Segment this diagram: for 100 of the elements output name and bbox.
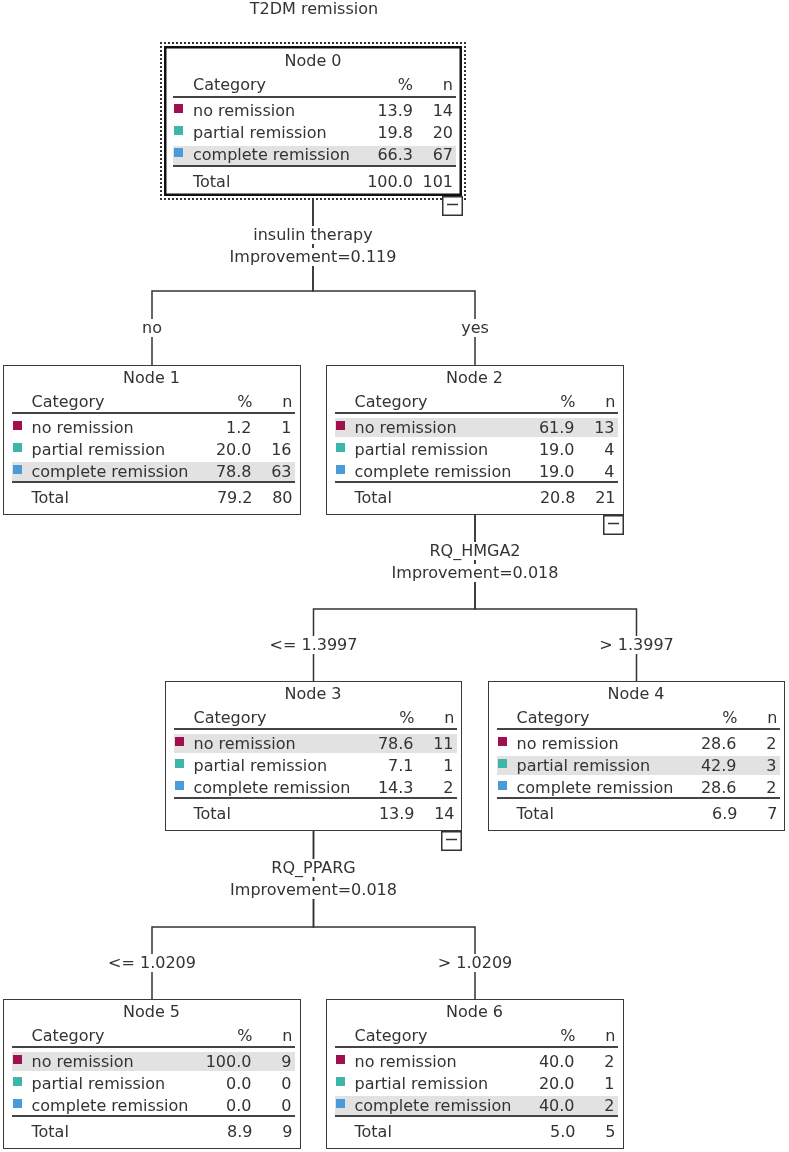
column-header: n — [767, 708, 778, 727]
percent-value: 66.3 — [377, 146, 413, 164]
tree-node-box — [160, 42, 466, 200]
percent-value: 0.0 — [226, 1096, 252, 1115]
category-label: partial remission — [31, 1074, 166, 1093]
percent-value: 1.2 — [226, 418, 252, 437]
total-count: 21 — [595, 489, 616, 507]
percent-value: 13.9 — [377, 102, 413, 120]
percent-value: 14.3 — [377, 778, 414, 797]
percent-value: 40.0 — [538, 1052, 575, 1071]
column-header: Category — [354, 392, 428, 411]
count-value: 2 — [766, 778, 777, 797]
percent-value: 42.9 — [700, 756, 737, 775]
category-label: no remission — [193, 734, 296, 753]
category-label: no remission — [354, 418, 457, 437]
total-count: 14 — [434, 805, 455, 823]
category-label: complete remission — [31, 1096, 189, 1115]
column-header: n — [605, 392, 616, 411]
count-value: 1 — [281, 418, 292, 437]
category-label: complete remission — [354, 462, 512, 481]
column-header: Category — [193, 708, 267, 727]
node-title: Node 1 — [123, 368, 180, 387]
count-value: 4 — [604, 440, 615, 459]
total-percent: 79.2 — [216, 489, 253, 507]
category-label: no remission — [31, 418, 134, 437]
category-label: partial remission — [516, 756, 651, 775]
total-percent: 6.9 — [712, 805, 738, 823]
category-label: no remission — [31, 1052, 134, 1071]
total-percent: 20.8 — [539, 489, 576, 507]
column-header: Category — [31, 392, 105, 411]
category-label: complete remission — [193, 778, 351, 797]
tree-node-box — [3, 999, 301, 1149]
count-value: 2 — [604, 1096, 615, 1115]
category-label: partial remission — [31, 440, 166, 459]
category-label: complete remission — [516, 778, 674, 797]
tree-title: T2DM remission — [249, 0, 379, 18]
tree-node-box — [165, 681, 462, 831]
percent-value: 19.0 — [538, 440, 575, 459]
column-header: % — [399, 708, 415, 727]
percent-value: 100.0 — [205, 1052, 252, 1071]
column-header: n — [282, 1026, 293, 1045]
percent-value: 20.0 — [215, 440, 252, 459]
total-label: Total — [354, 489, 392, 507]
tree-node-box — [3, 365, 301, 515]
percent-value: 19.8 — [377, 124, 413, 142]
count-value: 9 — [281, 1052, 292, 1071]
total-percent: 13.9 — [378, 805, 415, 823]
count-value: 2 — [443, 778, 454, 797]
count-value: 2 — [604, 1052, 615, 1071]
node-title: Node 3 — [284, 684, 342, 703]
total-label: Total — [31, 489, 69, 507]
category-label: no remission — [193, 102, 296, 120]
category-label: partial remission — [193, 124, 327, 142]
percent-value: 0.0 — [226, 1074, 252, 1093]
total-label: Total — [193, 805, 231, 823]
count-value: 67 — [432, 146, 453, 164]
tree-node-box — [488, 681, 785, 831]
total-count: 80 — [272, 489, 293, 507]
total-label: Total — [516, 805, 554, 823]
percent-value: 61.9 — [538, 418, 575, 437]
count-value: 63 — [271, 462, 292, 481]
count-value: 2 — [766, 734, 777, 753]
column-header: % — [237, 392, 253, 411]
percent-value: 19.0 — [538, 462, 575, 481]
count-value: 20 — [432, 124, 453, 142]
node-title: Node 4 — [607, 684, 665, 703]
count-value: 4 — [604, 462, 615, 481]
percent-value: 28.6 — [700, 778, 737, 797]
category-label: complete remission — [354, 1096, 512, 1115]
category-label: complete remission — [193, 146, 350, 164]
column-header: % — [237, 1026, 253, 1045]
category-label: no remission — [354, 1052, 457, 1071]
total-count: 101 — [422, 172, 453, 191]
total-count: 7 — [767, 805, 778, 823]
total-count: 5 — [605, 1123, 616, 1141]
total-label: Total — [354, 1123, 392, 1141]
column-header: n — [442, 76, 453, 94]
total-percent: 8.9 — [227, 1123, 253, 1141]
tree-node-box — [326, 365, 624, 515]
tree-node-box — [326, 999, 624, 1149]
total-percent: 100.0 — [367, 172, 413, 191]
category-label: no remission — [516, 734, 619, 753]
node-title: Node 2 — [446, 368, 503, 387]
column-header: Category — [354, 1026, 428, 1045]
count-value: 1 — [443, 756, 454, 775]
node-title: Node 6 — [446, 1002, 503, 1021]
column-header: % — [560, 392, 576, 411]
count-value: 3 — [766, 756, 777, 775]
count-value: 1 — [604, 1074, 615, 1093]
column-header: n — [444, 708, 455, 727]
column-header: % — [397, 76, 413, 94]
category-label: partial remission — [354, 440, 489, 459]
column-header: Category — [31, 1026, 105, 1045]
total-percent: 5.0 — [550, 1123, 576, 1141]
column-header: Category — [193, 76, 267, 94]
count-value: 16 — [271, 440, 292, 459]
percent-value: 28.6 — [700, 734, 737, 753]
category-label: partial remission — [193, 756, 328, 775]
total-count: 9 — [282, 1123, 293, 1141]
total-label: Total — [193, 172, 231, 191]
